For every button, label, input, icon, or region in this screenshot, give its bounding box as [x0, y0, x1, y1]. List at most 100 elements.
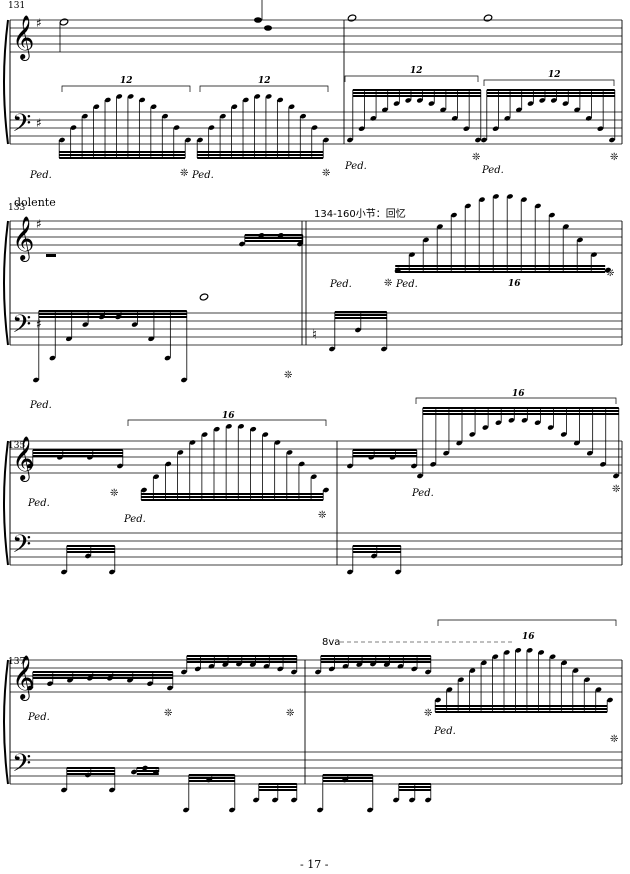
- section-annotation: 134-160小节：回忆: [314, 207, 406, 220]
- tuplet-bracket: [415, 397, 617, 404]
- pedal-marking: Ped.: [123, 514, 146, 525]
- note-head: [226, 424, 232, 429]
- note-head: [82, 322, 89, 327]
- note-head: [59, 137, 65, 143]
- note-head: [526, 647, 533, 653]
- note-head: [475, 137, 481, 143]
- note-head: [417, 473, 423, 479]
- note-head: [165, 461, 172, 467]
- pedal-marking: Ped.: [411, 488, 434, 499]
- treble-clef-icon: 𝄞: [12, 15, 34, 61]
- note-head: [27, 463, 33, 469]
- note-head: [277, 666, 284, 672]
- measure-number-131: 131: [8, 1, 25, 11]
- pedal-release-icon: ❊: [384, 278, 392, 289]
- pedal-release-icon: ❊: [180, 168, 188, 179]
- note-head: [405, 98, 412, 103]
- staff-lines: 𝄞♯𝄢♯𝄞♯𝄢♯𝄞𝄢𝄞𝄢: [3, 15, 623, 785]
- treble-clef-icon: 𝄞: [12, 436, 34, 482]
- note-head: [239, 241, 245, 247]
- note-head: [456, 440, 463, 446]
- note-head: [323, 487, 329, 493]
- brace: [3, 19, 9, 145]
- note-head: [573, 440, 580, 446]
- note-head: [127, 677, 133, 683]
- note-head: [116, 94, 123, 99]
- note-head: [253, 797, 259, 803]
- tuplet-label: 12: [410, 66, 423, 76]
- tuplet-label: 16: [508, 279, 521, 289]
- note-head: [451, 212, 457, 218]
- note-head: [395, 569, 401, 575]
- pedal-release-icon: ❊: [612, 484, 620, 495]
- note-head: [416, 98, 423, 103]
- pedal-marking: Ped.: [27, 712, 50, 723]
- note-head: [493, 194, 499, 199]
- note-head: [381, 346, 387, 352]
- note-head: [446, 687, 453, 692]
- note-head: [141, 487, 147, 493]
- note-head: [250, 426, 257, 432]
- note-head: [153, 474, 160, 480]
- note-head: [469, 668, 476, 673]
- note-head: [93, 104, 100, 110]
- tuplet-label: 16: [222, 411, 235, 421]
- note-head: [435, 697, 441, 703]
- note-head: [272, 797, 278, 803]
- note-head: [127, 94, 134, 99]
- pedal-release-icon: ❊: [322, 168, 330, 179]
- note-head: [515, 647, 522, 653]
- note-head: [254, 17, 262, 23]
- note-head: [355, 327, 361, 333]
- pedal-marking: Ped.: [395, 279, 418, 290]
- note-head: [47, 681, 53, 686]
- note-head: [315, 669, 321, 675]
- note-head: [560, 432, 567, 437]
- note-head: [383, 662, 390, 667]
- measure-number-137: 137: [8, 657, 25, 667]
- note-head: [109, 787, 115, 793]
- page-number: - 17 -: [300, 858, 329, 871]
- note-head: [328, 666, 335, 672]
- note-head: [507, 194, 513, 199]
- note-head: [264, 25, 272, 31]
- note-head: [503, 650, 510, 655]
- note-head: [425, 797, 431, 803]
- note-head: [465, 203, 471, 209]
- note-head: [393, 101, 400, 106]
- note-head: [458, 677, 464, 682]
- tuplet-label: 16: [522, 632, 535, 642]
- bass-clef-icon: 𝄢: [12, 749, 31, 784]
- note-head: [311, 125, 318, 130]
- note-head: [409, 252, 415, 257]
- note-head: [527, 101, 534, 106]
- note-head: [393, 797, 399, 803]
- note-head: [586, 450, 593, 456]
- note-head: [409, 797, 415, 803]
- note-head: [177, 450, 184, 455]
- note-head: [81, 113, 88, 119]
- note-head: [323, 137, 329, 143]
- note-head: [117, 463, 123, 469]
- bass-clef-icon: 𝄢: [12, 530, 31, 565]
- note-head: [242, 97, 249, 103]
- note-head: [199, 293, 209, 301]
- note-head: [607, 697, 613, 703]
- pedal-marking: Ped.: [481, 165, 504, 176]
- note-head: [605, 267, 611, 273]
- note-head: [85, 553, 91, 559]
- note-head: [534, 420, 541, 426]
- key-sharp-icon: ♯: [36, 116, 42, 130]
- note-head: [262, 432, 269, 437]
- note-head: [231, 104, 238, 110]
- measure-number-135: 135: [8, 441, 25, 451]
- note-head: [310, 474, 317, 480]
- bass-clef-icon: 𝄢: [12, 109, 31, 144]
- note-head: [33, 377, 39, 383]
- note-head: [297, 241, 303, 247]
- note-head: [104, 97, 111, 103]
- note-head: [164, 355, 171, 361]
- note-head: [451, 116, 458, 121]
- note-head: [347, 463, 353, 469]
- note-head: [492, 654, 499, 660]
